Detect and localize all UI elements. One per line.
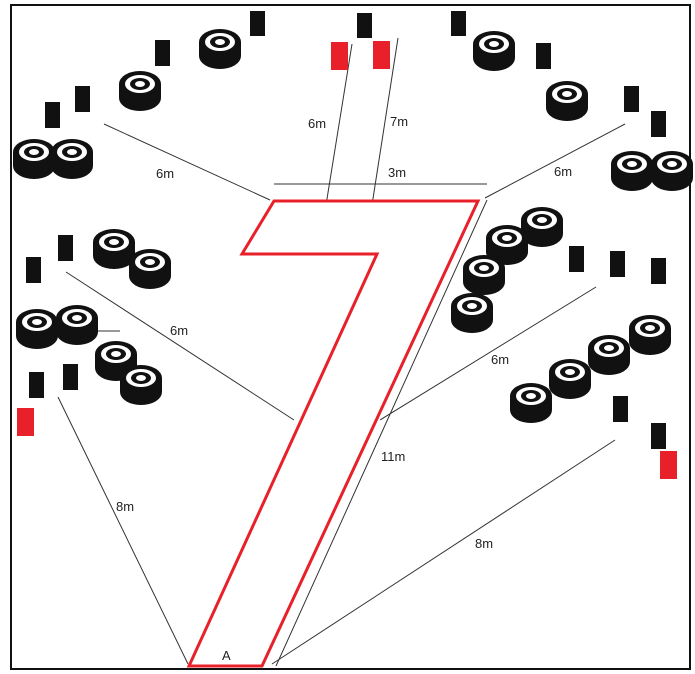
black-marker-icon <box>651 423 666 449</box>
tire-stack-icon <box>51 139 93 179</box>
measure-line-7m <box>371 37 399 206</box>
tire-stack-icon <box>588 335 630 375</box>
measure-line-11m <box>275 199 488 667</box>
black-marker-icon <box>58 235 73 261</box>
black-marker-icon <box>75 86 90 112</box>
tire-stack-icon <box>473 31 515 71</box>
red-marker-icon <box>373 41 390 69</box>
black-marker-icon <box>155 40 170 66</box>
tire-stack-icon <box>93 229 135 269</box>
measure-line-6m-mid-right <box>379 286 597 421</box>
label-11m: 11m <box>381 449 405 464</box>
measure-line-6m-mid-left <box>65 271 295 421</box>
black-marker-icon <box>357 13 372 38</box>
label-8m-left: 8m <box>116 499 134 514</box>
distance-labels: 6m 7m 3m 6m 6m 6m 6m 11m 8m 8m A <box>116 114 572 663</box>
black-marker-icon <box>651 258 666 284</box>
black-marker-icon <box>45 102 60 128</box>
black-marker-icon <box>610 251 625 277</box>
tire-stack-icon <box>463 255 505 295</box>
measure-line-6m-upper-right <box>484 123 626 199</box>
tire-stack-icon <box>451 293 493 333</box>
label-6m-mid-left: 6m <box>170 323 188 338</box>
tire-stack-icon <box>13 139 55 179</box>
black-marker-icon <box>613 396 628 422</box>
tire-stack-icon <box>16 309 58 349</box>
tire-stack-icon <box>510 383 552 423</box>
tire-stack-icon <box>611 151 653 191</box>
tire-stack-icon <box>199 29 241 69</box>
black-markers <box>26 11 666 449</box>
label-6m-top-left: 6m <box>308 116 326 131</box>
label-7m: 7m <box>390 114 408 129</box>
label-6m-mid-right: 6m <box>491 352 509 367</box>
red-marker-icon <box>17 408 34 436</box>
red-marker-icon <box>331 42 348 70</box>
diagram-border <box>10 4 691 670</box>
black-marker-icon <box>63 364 78 390</box>
label-6m-upper-left: 6m <box>156 166 174 181</box>
tire-stack-icon <box>129 249 171 289</box>
measure-line-8m-left <box>57 396 189 665</box>
route-outline <box>186 199 481 668</box>
measure-line-6m-upper-left <box>103 123 271 201</box>
black-marker-icon <box>569 246 584 272</box>
label-8m-right: 8m <box>475 536 493 551</box>
tire-stack-icon <box>56 305 98 345</box>
measure-line-6m-left <box>325 43 353 206</box>
tire-stack-icon <box>629 315 671 355</box>
red-markers <box>17 41 677 479</box>
tire-stack-icon <box>651 151 693 191</box>
black-marker-icon <box>651 111 666 137</box>
black-marker-icon <box>451 11 466 36</box>
measurement-lines <box>57 37 626 667</box>
black-marker-icon <box>250 11 265 36</box>
red-marker-icon <box>660 451 677 479</box>
point-a-label: A <box>222 648 231 663</box>
label-6m-upper-right: 6m <box>554 164 572 179</box>
measure-line-8m-right <box>271 439 616 665</box>
label-3m: 3m <box>388 165 406 180</box>
black-marker-icon <box>26 257 41 283</box>
black-marker-icon <box>536 43 551 69</box>
tire-stack-icon <box>120 365 162 405</box>
black-marker-icon <box>29 372 44 398</box>
black-marker-icon <box>624 86 639 112</box>
tire-stack-icon <box>119 71 161 111</box>
tire-stack-icon <box>549 359 591 399</box>
tire-stack-icon <box>546 81 588 121</box>
